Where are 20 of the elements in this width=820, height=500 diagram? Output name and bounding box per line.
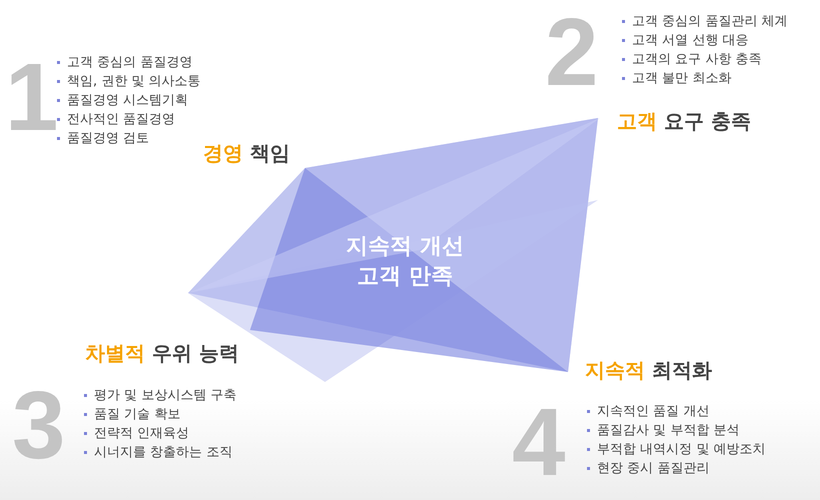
list-item: 지속적인 품질 개선: [585, 402, 710, 421]
list-item: 고객 불만 최소화: [620, 69, 732, 88]
list-item: 현장 중시 품질관리: [585, 459, 710, 478]
list-item: 품질 기술 확보: [82, 405, 180, 424]
center-title: 지속적 개선 고객 만족: [345, 233, 465, 291]
list-item: 전략적 인재육성: [82, 424, 190, 443]
list-item: 평가 및 보상시스템 구축: [82, 386, 236, 405]
step-number: 3: [12, 378, 66, 474]
list-item: 부적합 내역시정 및 예방조치: [585, 440, 766, 459]
list-item: 품질감사 및 부적합 분석: [585, 421, 740, 440]
section-heading: 지속적 최적화: [585, 357, 712, 384]
list-item: 고객 서열 선행 대응: [620, 31, 748, 50]
list-item: 고객의 요구 사항 충족: [620, 50, 762, 69]
list-item: 시너지를 창출하는 조직: [82, 443, 232, 462]
step-number: 4: [512, 395, 566, 491]
list-item: 고객 중심의 품질관리 체계: [620, 12, 788, 31]
section-heading: 경영 책임: [203, 140, 290, 167]
section-heading: 차별적 우위 능력: [85, 340, 239, 367]
step-number: 2: [545, 5, 598, 101]
section-heading: 고객 요구 충족: [617, 108, 751, 135]
